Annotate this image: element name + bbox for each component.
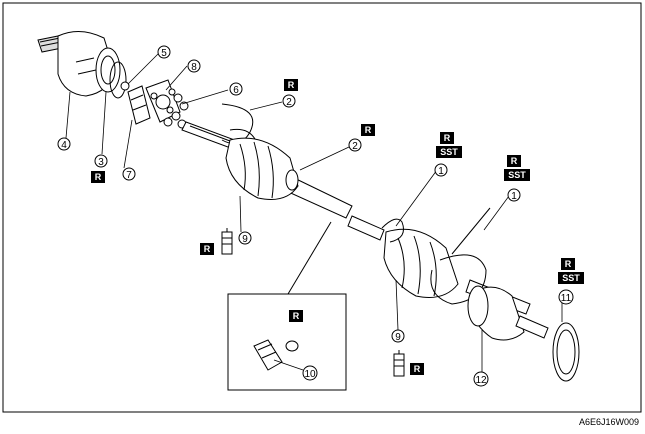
callout-1b: 1 <box>507 188 521 202</box>
badge-sst-1a-label: SST <box>440 147 458 157</box>
badge-r-inset: R <box>289 310 303 322</box>
callout-1a-label: 1 <box>438 166 444 177</box>
callout-1b-label: 1 <box>511 191 517 202</box>
badge-r-1b: R <box>507 155 521 167</box>
callout-4-label: 4 <box>61 140 67 151</box>
badge-r-2b-label: R <box>365 125 372 135</box>
snap-ring-3 <box>109 61 127 99</box>
badge-sst-11-label: SST <box>562 273 580 283</box>
callout-11: 11 <box>558 289 574 305</box>
inner-boot <box>383 228 459 298</box>
badge-r-2a-label: R <box>288 80 295 90</box>
callout-4: 4 <box>57 137 71 151</box>
badge-r-9a: R <box>200 243 214 255</box>
callout-2a-label: 2 <box>286 97 292 108</box>
badge-r-11-label: R <box>565 259 572 269</box>
badge-r-9a-label: R <box>204 244 211 254</box>
outer-joint-housing <box>37 31 121 97</box>
callout-10: 10 <box>302 365 318 381</box>
abs-sensor-rotor-11 <box>552 322 580 382</box>
badge-sst-11: SST <box>558 272 584 284</box>
badge-sst-1b-label: SST <box>508 170 526 180</box>
callout-1a: 1 <box>434 163 448 177</box>
badge-r-inset-label: R <box>293 311 300 321</box>
callout-3-label: 3 <box>98 157 104 168</box>
callout-10-label: 10 <box>304 369 316 380</box>
callout-2b-label: 2 <box>352 141 358 152</box>
callout-3: 3 <box>94 154 108 168</box>
dynamic-damper-10 <box>253 339 283 371</box>
badge-r-9b: R <box>410 363 424 375</box>
boot-band-1c <box>451 207 491 255</box>
callout-6-label: 6 <box>233 85 239 96</box>
grease-tube-b <box>393 350 405 377</box>
inset-leader <box>287 221 332 295</box>
callout-11-label: 11 <box>561 293 572 304</box>
callout-12: 12 <box>473 371 489 387</box>
badge-r-1a: R <box>440 132 454 144</box>
boot-band-1a <box>381 218 404 243</box>
callout-8: 8 <box>187 59 201 73</box>
callout-9a: 9 <box>238 231 252 245</box>
leader-lines <box>65 53 563 373</box>
callout-2a: 2 <box>282 94 296 108</box>
diagram-frame <box>2 2 642 413</box>
callout-12-label: 12 <box>475 375 487 386</box>
grease-tube-a <box>221 228 233 255</box>
badge-r-2b: R <box>361 124 375 136</box>
callout-5-label: 5 <box>161 48 167 59</box>
callout-9b: 9 <box>391 329 405 343</box>
inset-clip <box>285 340 299 352</box>
cage-7 <box>127 85 151 125</box>
badge-r-2a: R <box>284 79 298 91</box>
badge-r-3: R <box>91 171 105 183</box>
inset-frame <box>227 293 347 391</box>
badge-r-11: R <box>561 258 575 270</box>
callout-9b-label: 9 <box>395 332 401 343</box>
callout-9a-label: 9 <box>242 234 248 245</box>
callout-5: 5 <box>157 45 171 59</box>
callout-2b: 2 <box>348 138 362 152</box>
inner-joint-12 <box>467 285 549 341</box>
callout-6: 6 <box>229 82 243 96</box>
badge-r-3-label: R <box>95 172 102 182</box>
badge-r-1a-label: R <box>444 133 451 143</box>
badge-r-1b-label: R <box>511 156 518 166</box>
ring-5 <box>120 81 130 91</box>
figure-reference-code: A6E6J16W009 <box>579 417 639 427</box>
badge-sst-1a: SST <box>436 146 462 158</box>
callout-8-label: 8 <box>191 62 197 73</box>
badge-sst-1b: SST <box>504 169 530 181</box>
outer-boot <box>225 137 299 200</box>
callout-7-label: 7 <box>126 170 132 181</box>
inner-race-8 <box>145 79 181 123</box>
badge-r-9b-label: R <box>414 364 421 374</box>
callout-7: 7 <box>122 167 136 181</box>
